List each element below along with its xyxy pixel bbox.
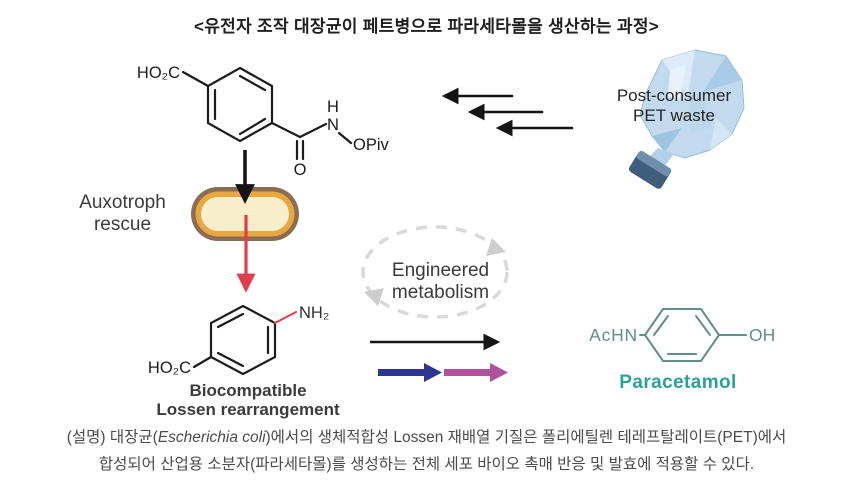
- pathway-arrow-magenta: [444, 363, 508, 382]
- paracetamol-oh-label: OH: [749, 325, 775, 345]
- diagram-title: <유전자 조작 대장균이 페트병으로 파라세타몰을 생산하는 과정>: [193, 17, 660, 36]
- lossen-line1: Biocompatible: [189, 381, 307, 400]
- pathway-arrow-blue: [378, 363, 442, 382]
- pet-depolymerization-arrows: [441, 87, 574, 137]
- caption: (설명) 대장균(Escherichia coli)에서의 생체적합성 Loss…: [0, 424, 853, 478]
- paba-nh2-label: NH₂: [299, 304, 329, 322]
- caption-prefix: (설명) 대장균(: [66, 429, 158, 446]
- pet-bottle-illustration: [629, 49, 745, 189]
- substrate-ho2c-label: HO₂C: [137, 64, 180, 82]
- pet-waste-line1: Post-consumer: [616, 86, 732, 105]
- substrate-structure: HO₂C H N O OPiv: [137, 64, 390, 179]
- auxotroph-label: Auxotroph rescue: [55, 192, 190, 236]
- paracetamol-achn-label: AcHN: [589, 325, 638, 345]
- paba-structure: NH₂ HO₂C: [148, 304, 329, 377]
- substrate-n-label: N: [327, 116, 339, 134]
- metabolism-line1: Engineered: [391, 260, 490, 281]
- caption-species-italic: Escherichia coli: [157, 429, 266, 446]
- substrate-o-label: O: [294, 161, 307, 179]
- lossen-line2: Lossen rearrangement: [156, 400, 340, 419]
- substrate-opiv-label: OPiv: [353, 136, 390, 154]
- caption-line1-rest: )에서의 생체적합성 Lossen 재배열 기질은 폴리에틸렌 테레프탈레이트(…: [265, 429, 787, 446]
- auxotroph-line2: rescue: [93, 214, 152, 235]
- bottle-cap: [629, 150, 672, 189]
- pet-waste-label: Post-consumer PET waste: [585, 86, 763, 126]
- metabolism-label: Engineered metabolism: [363, 260, 518, 304]
- metabolism-cycle-icon: [361, 225, 509, 319]
- lossen-rearrangement-label: Biocompatible Lossen rearrangement: [128, 381, 368, 419]
- ecoli-capsule: [191, 187, 299, 241]
- metabolism-line2: metabolism: [391, 282, 490, 303]
- substrate-h-label: H: [327, 98, 339, 116]
- caption-line2: 합성되어 산업용 소분자(파라세타몰)를 생성하는 전체 세포 바이오 촉매 반…: [98, 456, 755, 473]
- paracetamol-name-label: Paracetamol: [619, 372, 737, 393]
- paba-ho2c-label: HO₂C: [148, 359, 191, 377]
- paracetamol-structure: AcHN OH: [589, 308, 775, 362]
- pet-waste-line2: PET waste: [633, 106, 715, 125]
- caption-line1: (설명) 대장균(Escherichia coli)에서의 생체적합성 Loss…: [0, 424, 853, 451]
- auxotroph-line1: Auxotroph: [79, 192, 166, 213]
